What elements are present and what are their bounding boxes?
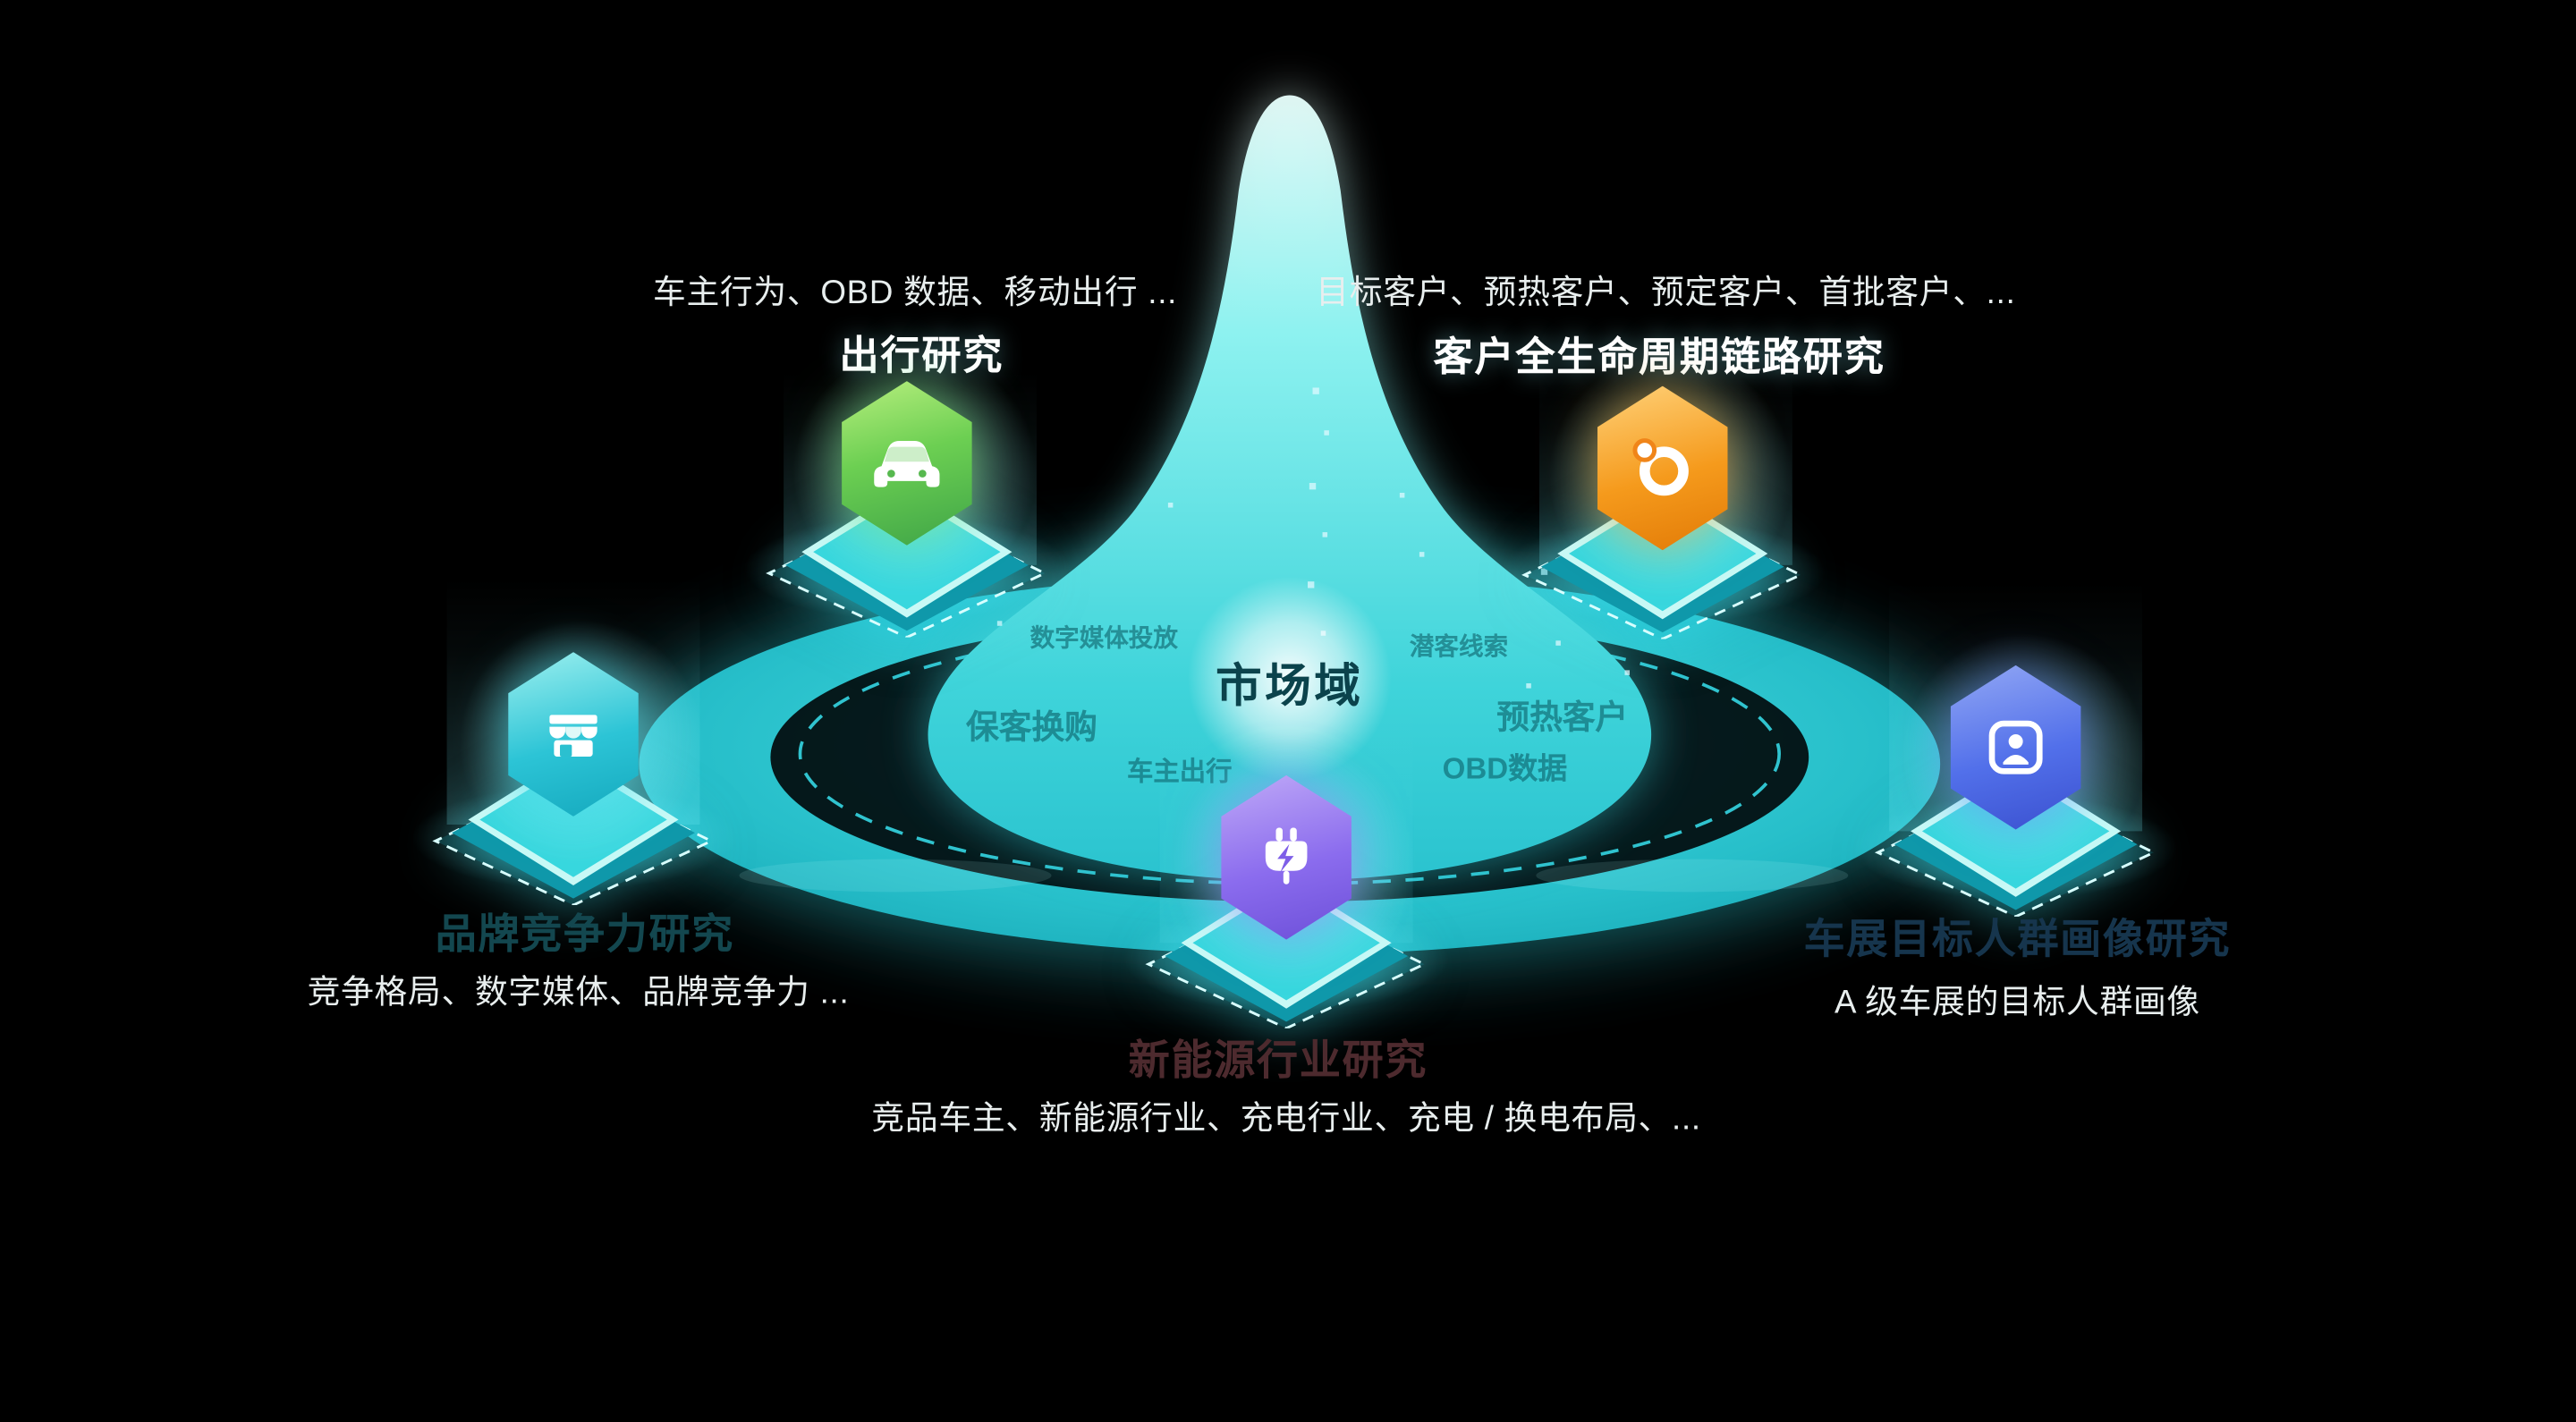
watermark-label: 数字媒体投放 bbox=[1030, 624, 1178, 654]
lifecycle-subtitle: 目标客户、预热客户、预定客户、首批客户、... bbox=[1316, 275, 2016, 312]
car-icon bbox=[874, 440, 940, 487]
lifecycle-hexagon bbox=[1590, 385, 1735, 551]
energy-title: 新能源行业研究 bbox=[1128, 1037, 1428, 1085]
energy-hexagon bbox=[1214, 774, 1359, 940]
storefront-icon bbox=[549, 715, 597, 757]
brand-subtitle: 竞争格局、数字媒体、品牌竞争力 ... bbox=[307, 975, 850, 1011]
watermark-label: OBD数据 bbox=[1442, 752, 1568, 785]
lifecycle-ring-icon bbox=[1632, 438, 1689, 496]
charging-plug-icon bbox=[1265, 827, 1308, 885]
brand-title: 品牌竞争力研究 bbox=[435, 911, 735, 958]
audience-hexagon bbox=[1944, 664, 2089, 830]
center-label: 市场域 bbox=[1216, 660, 1364, 712]
travel-hexagon bbox=[835, 381, 979, 546]
watermark-label: 潜客线索 bbox=[1409, 633, 1509, 662]
watermark-label: 预热客户 bbox=[1496, 700, 1629, 737]
travel-subtitle: 车主行为、OBD 数据、移动出行 ... bbox=[652, 275, 1178, 312]
id-card-icon bbox=[1988, 720, 2043, 774]
watermark-label: 保客换购 bbox=[965, 710, 1097, 747]
audience-title: 车展目标人群画像研究 bbox=[1803, 916, 2232, 963]
brand-hexagon bbox=[501, 652, 646, 817]
energy-subtitle: 竞品车主、新能源行业、充电行业、充电 / 换电布局、... bbox=[871, 1101, 1701, 1138]
audience-subtitle: A 级车展的目标人群画像 bbox=[1835, 985, 2200, 1021]
